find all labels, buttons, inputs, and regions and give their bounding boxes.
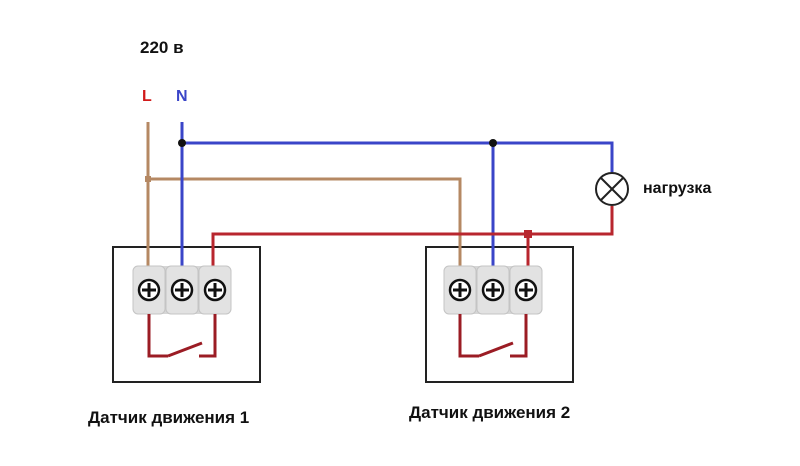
- neutral-junction-2: [489, 139, 497, 147]
- sensor-1-terminal-block: [132, 265, 232, 315]
- phase-label: L: [142, 88, 152, 105]
- phase-wire: [146, 122, 462, 268]
- neutral-junction-1: [178, 139, 186, 147]
- sensor-2-relay-contact: [458, 314, 528, 358]
- switched-junction: [524, 230, 532, 238]
- lamp-icon: [595, 172, 629, 206]
- sensor-2-label: Датчик движения 2: [409, 403, 571, 422]
- sensor-1-label: Датчик движения 1: [88, 408, 250, 427]
- sensor-1-relay-contact: [147, 314, 217, 358]
- load-label: нагрузка: [643, 180, 712, 197]
- voltage-label: 220 в: [140, 38, 184, 57]
- switched-wire: [211, 206, 614, 268]
- neutral-label: N: [176, 88, 188, 105]
- sensor-2-terminal-block: [443, 265, 543, 315]
- phase-junction: [145, 176, 151, 182]
